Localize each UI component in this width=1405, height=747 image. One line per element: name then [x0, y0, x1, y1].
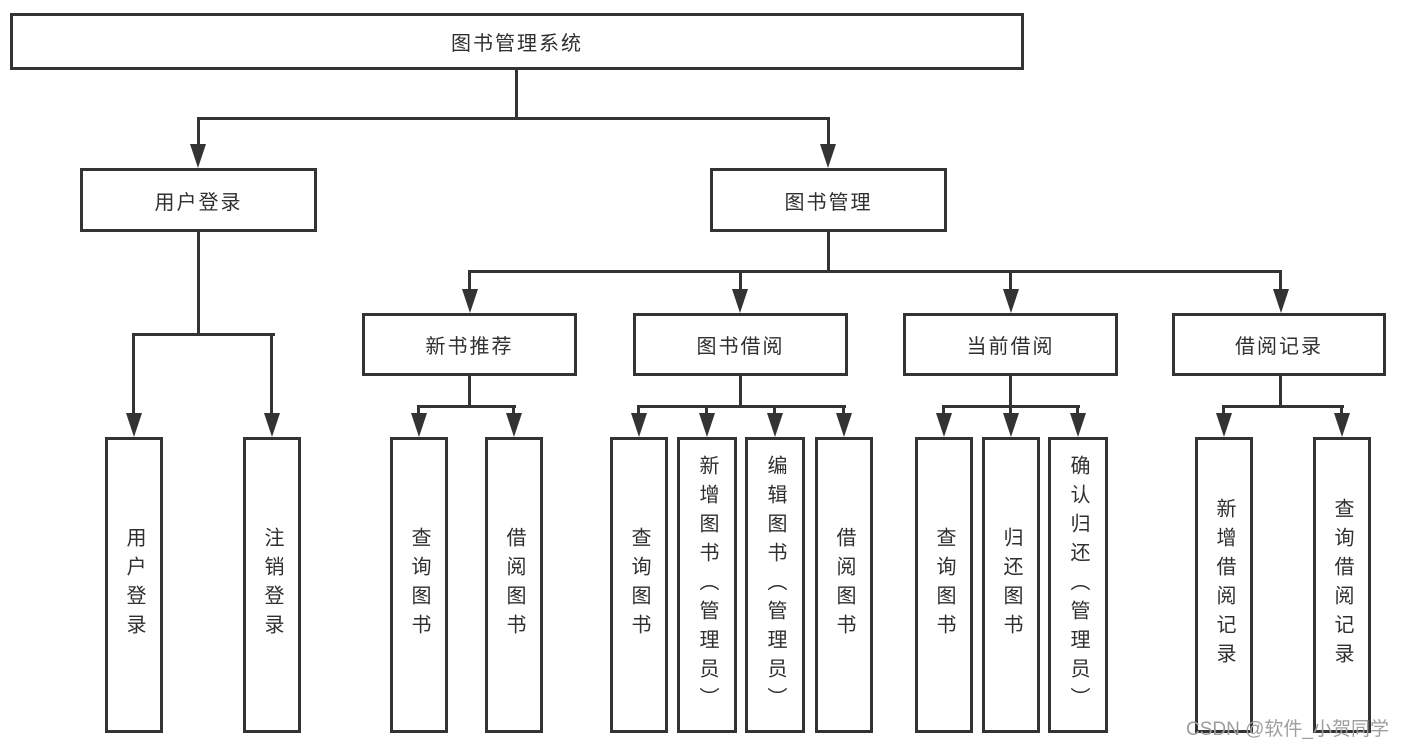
node-book-management: 图书管理 — [710, 168, 947, 232]
arrowhead-down-icon — [836, 413, 852, 437]
arrowhead-down-icon — [1003, 413, 1019, 437]
connector-user-login-stem — [197, 232, 200, 335]
connector-book-management-stem — [827, 232, 830, 273]
leaf-borrow-books-borrow: 借阅图书 — [815, 437, 873, 733]
leaf-query-books-recommend: 查询图书 — [390, 437, 448, 733]
node-label: 用户登录 — [123, 527, 145, 643]
connector-drop-leaf — [1340, 405, 1343, 416]
arrowhead-down-icon — [1216, 413, 1232, 437]
arrowhead-down-icon — [631, 413, 647, 437]
node-label: 图书借阅 — [696, 336, 785, 358]
connector-drop-user-login — [197, 117, 200, 146]
connector-new-book-branch — [417, 405, 516, 408]
arrowhead-down-icon — [411, 413, 427, 437]
node-label: 查询借阅记录 — [1331, 498, 1353, 672]
connector-drop-new-book — [468, 270, 471, 290]
connector-book-borrow-branch — [637, 405, 846, 408]
connector-book-borrow-stem — [739, 376, 742, 407]
arrowhead-down-icon — [820, 144, 836, 168]
leaf-return-books: 归还图书 — [982, 437, 1040, 733]
node-user-login: 用户登录 — [80, 168, 317, 232]
leaf-user-login: 用户登录 — [105, 437, 163, 733]
node-label: 查询图书 — [628, 527, 650, 643]
connector-drop-leaf — [705, 405, 708, 416]
connector-drop-borrow-records — [1279, 270, 1282, 290]
node-label: 新增借阅记录 — [1213, 498, 1235, 672]
leaf-query-books-borrow: 查询图书 — [610, 437, 668, 733]
node-borrowing-records: 借阅记录 — [1172, 313, 1386, 376]
node-label: 确认归还（管理员） — [1067, 454, 1089, 716]
arrowhead-down-icon — [1070, 413, 1086, 437]
leaf-logout-login: 注销登录 — [243, 437, 301, 733]
node-label: 图书管理 — [784, 191, 873, 214]
connector-book-management-branch — [468, 270, 1282, 273]
connector-drop-book-borrow — [739, 270, 742, 290]
arrowhead-down-icon — [1273, 289, 1289, 313]
connector-drop-leaf — [773, 405, 776, 416]
connector-current-borrow-stem — [1009, 376, 1012, 407]
arrowhead-down-icon — [732, 289, 748, 313]
arrowhead-down-icon — [462, 289, 478, 313]
connector-drop-leaf — [270, 333, 273, 414]
connector-borrow-records-stem — [1279, 376, 1282, 407]
arrowhead-down-icon — [190, 144, 206, 168]
node-label: 注销登录 — [261, 527, 283, 643]
leaf-add-borrow-record: 新增借阅记录 — [1195, 437, 1253, 733]
arrowhead-down-icon — [767, 413, 783, 437]
node-label: 编辑图书（管理员） — [764, 454, 786, 716]
node-label: 图书管理系统 — [451, 33, 583, 55]
connector-drop-leaf — [417, 405, 420, 416]
node-library-management-system: 图书管理系统 — [10, 13, 1024, 70]
connector-borrow-records-branch — [1222, 405, 1344, 408]
leaf-borrow-books-recommend: 借阅图书 — [485, 437, 543, 733]
arrowhead-down-icon — [699, 413, 715, 437]
connector-drop-leaf — [1222, 405, 1225, 416]
leaf-add-books-admin: 新增图书（管理员） — [677, 437, 737, 733]
arrowhead-down-icon — [126, 413, 142, 437]
connector-drop-book-management — [827, 117, 830, 146]
connector-drop-leaf — [842, 405, 845, 416]
arrowhead-down-icon — [264, 413, 280, 437]
arrowhead-down-icon — [506, 413, 522, 437]
arrowhead-down-icon — [1334, 413, 1350, 437]
connector-new-book-stem — [468, 376, 471, 407]
node-label: 归还图书 — [1000, 527, 1022, 643]
connector-drop-leaf — [1076, 405, 1079, 416]
node-label: 借阅记录 — [1235, 336, 1323, 358]
node-label: 新书推荐 — [425, 336, 514, 358]
connector-root-stem — [515, 70, 518, 118]
node-label: 查询图书 — [933, 527, 955, 643]
node-new-book-recommend: 新书推荐 — [362, 313, 577, 376]
node-label: 借阅图书 — [503, 527, 525, 643]
node-label: 新增图书（管理员） — [696, 454, 718, 716]
connector-drop-leaf — [132, 333, 135, 414]
connector-drop-leaf — [512, 405, 515, 416]
arrowhead-down-icon — [936, 413, 952, 437]
connector-drop-current-borrow — [1009, 270, 1012, 290]
connector-user-login-branch — [132, 333, 275, 336]
node-label: 借阅图书 — [833, 527, 855, 643]
node-label: 当前借阅 — [966, 336, 1055, 358]
connector-drop-leaf — [1009, 405, 1012, 416]
connector-drop-leaf — [637, 405, 640, 416]
leaf-confirm-return-admin: 确认归还（管理员） — [1048, 437, 1108, 733]
node-label: 查询图书 — [408, 527, 430, 643]
arrowhead-down-icon — [1003, 289, 1019, 313]
csdn-watermark: CSDN @软件_小贺同学 — [1186, 719, 1389, 740]
leaf-edit-books-admin: 编辑图书（管理员） — [745, 437, 805, 733]
node-current-borrowing: 当前借阅 — [903, 313, 1118, 376]
leaf-query-borrow-record: 查询借阅记录 — [1313, 437, 1371, 733]
connector-root-branch — [197, 117, 830, 120]
connector-drop-leaf — [942, 405, 945, 416]
leaf-query-books-current: 查询图书 — [915, 437, 973, 733]
node-book-borrowing: 图书借阅 — [633, 313, 848, 376]
node-label: 用户登录 — [154, 191, 243, 214]
